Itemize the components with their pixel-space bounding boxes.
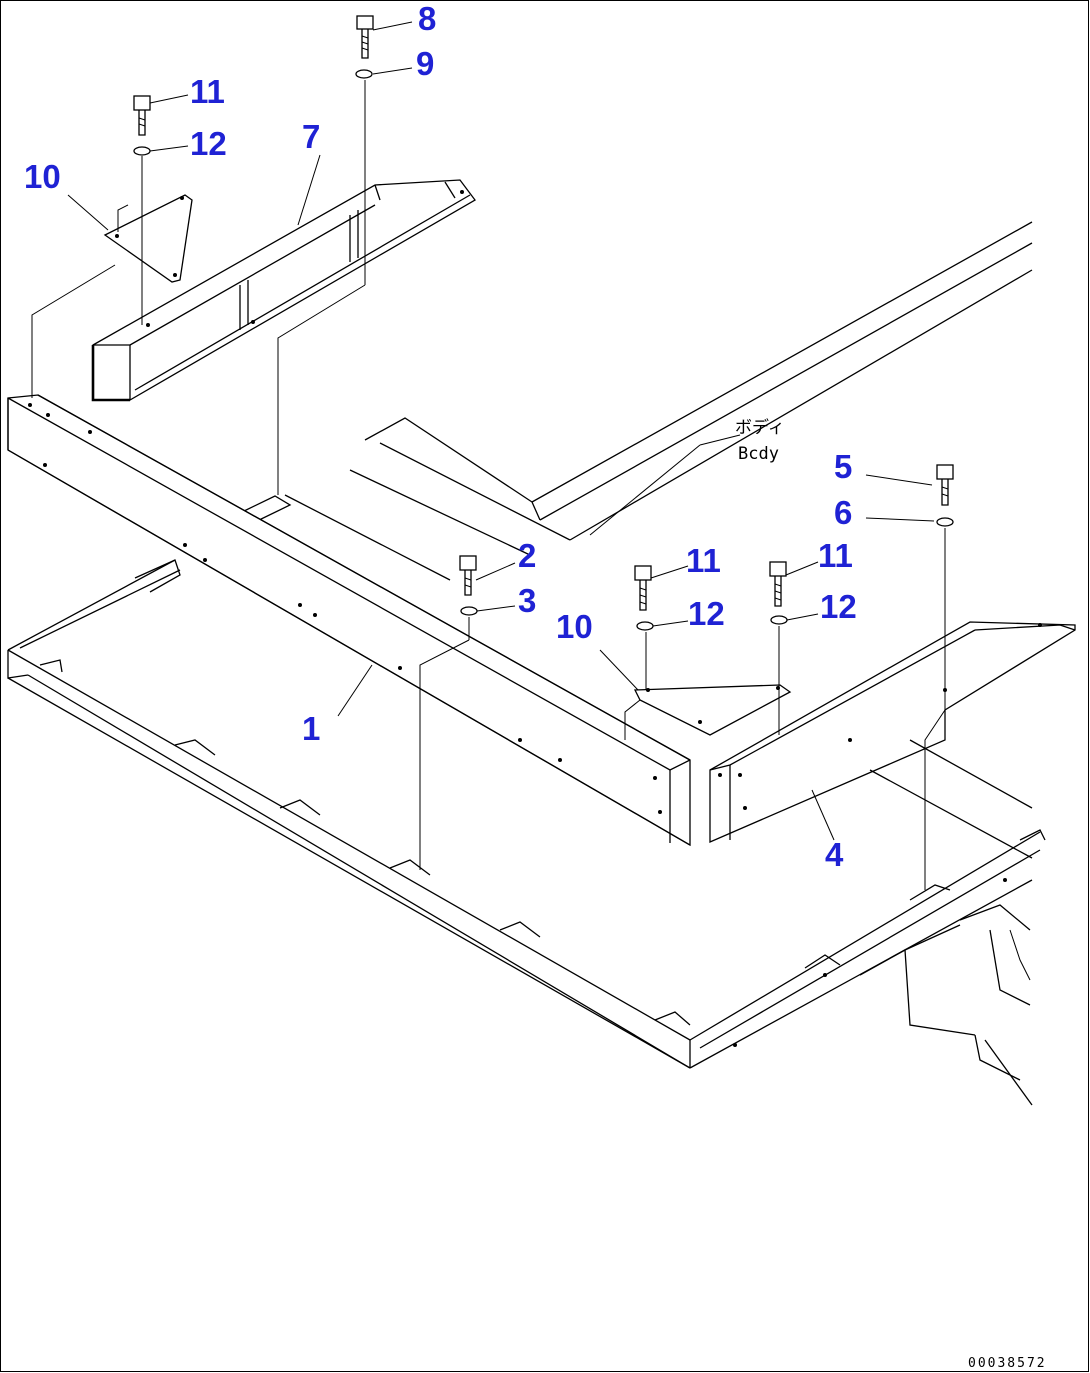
callout-8: 8 [418,0,436,37]
body-label-jp: ボディ [735,417,785,438]
washer-3-icon [460,606,478,616]
bolt-8-icon [356,15,374,30]
part-4-member [709,621,1076,843]
callout-6: 6 [834,494,852,531]
body-frame [241,221,1033,581]
callouts: 8 9 11 12 10 7 2 3 11 12 11 12 10 5 6 1 … [24,0,857,873]
drive-unit [859,904,1033,1106]
callout-12: 12 [190,125,227,162]
callout-7: 7 [302,118,320,155]
bolt-11-icon [769,561,787,577]
part-10-plate-right [624,684,792,740]
part-7-rail [91,179,476,402]
washer-9-icon [355,69,373,79]
washer-12-icon [636,621,654,631]
callout-11: 11 [818,537,853,574]
callout-12: 12 [688,595,725,632]
callout-11: 11 [686,542,721,579]
fasteners [133,15,954,631]
callout-2: 2 [518,537,536,574]
leader-lines [67,21,935,841]
callout-10: 10 [556,608,593,645]
washer-12-icon [770,615,788,625]
bolt-5-icon [936,464,954,480]
part-1-member [7,394,691,847]
washer-12-icon [133,146,151,156]
callout-9: 9 [416,45,434,82]
assembly-lines [31,80,946,890]
callout-1: 1 [302,710,320,747]
bolt-11-icon [133,95,151,111]
lower-frame [7,559,1046,1069]
callout-10: 10 [24,158,61,195]
bolt-2-icon [459,555,477,571]
callout-11: 11 [190,73,225,110]
callout-4: 4 [825,836,844,873]
washer-6-icon [936,517,954,527]
callout-3: 3 [518,582,536,619]
callout-12: 12 [820,588,857,625]
part-10-plate-left [103,194,193,283]
callout-5: 5 [834,448,852,485]
bolt-11-icon [634,565,652,581]
body-label-en: Bcdy [738,444,779,464]
drawing-code: 00038572 [968,1356,1047,1371]
